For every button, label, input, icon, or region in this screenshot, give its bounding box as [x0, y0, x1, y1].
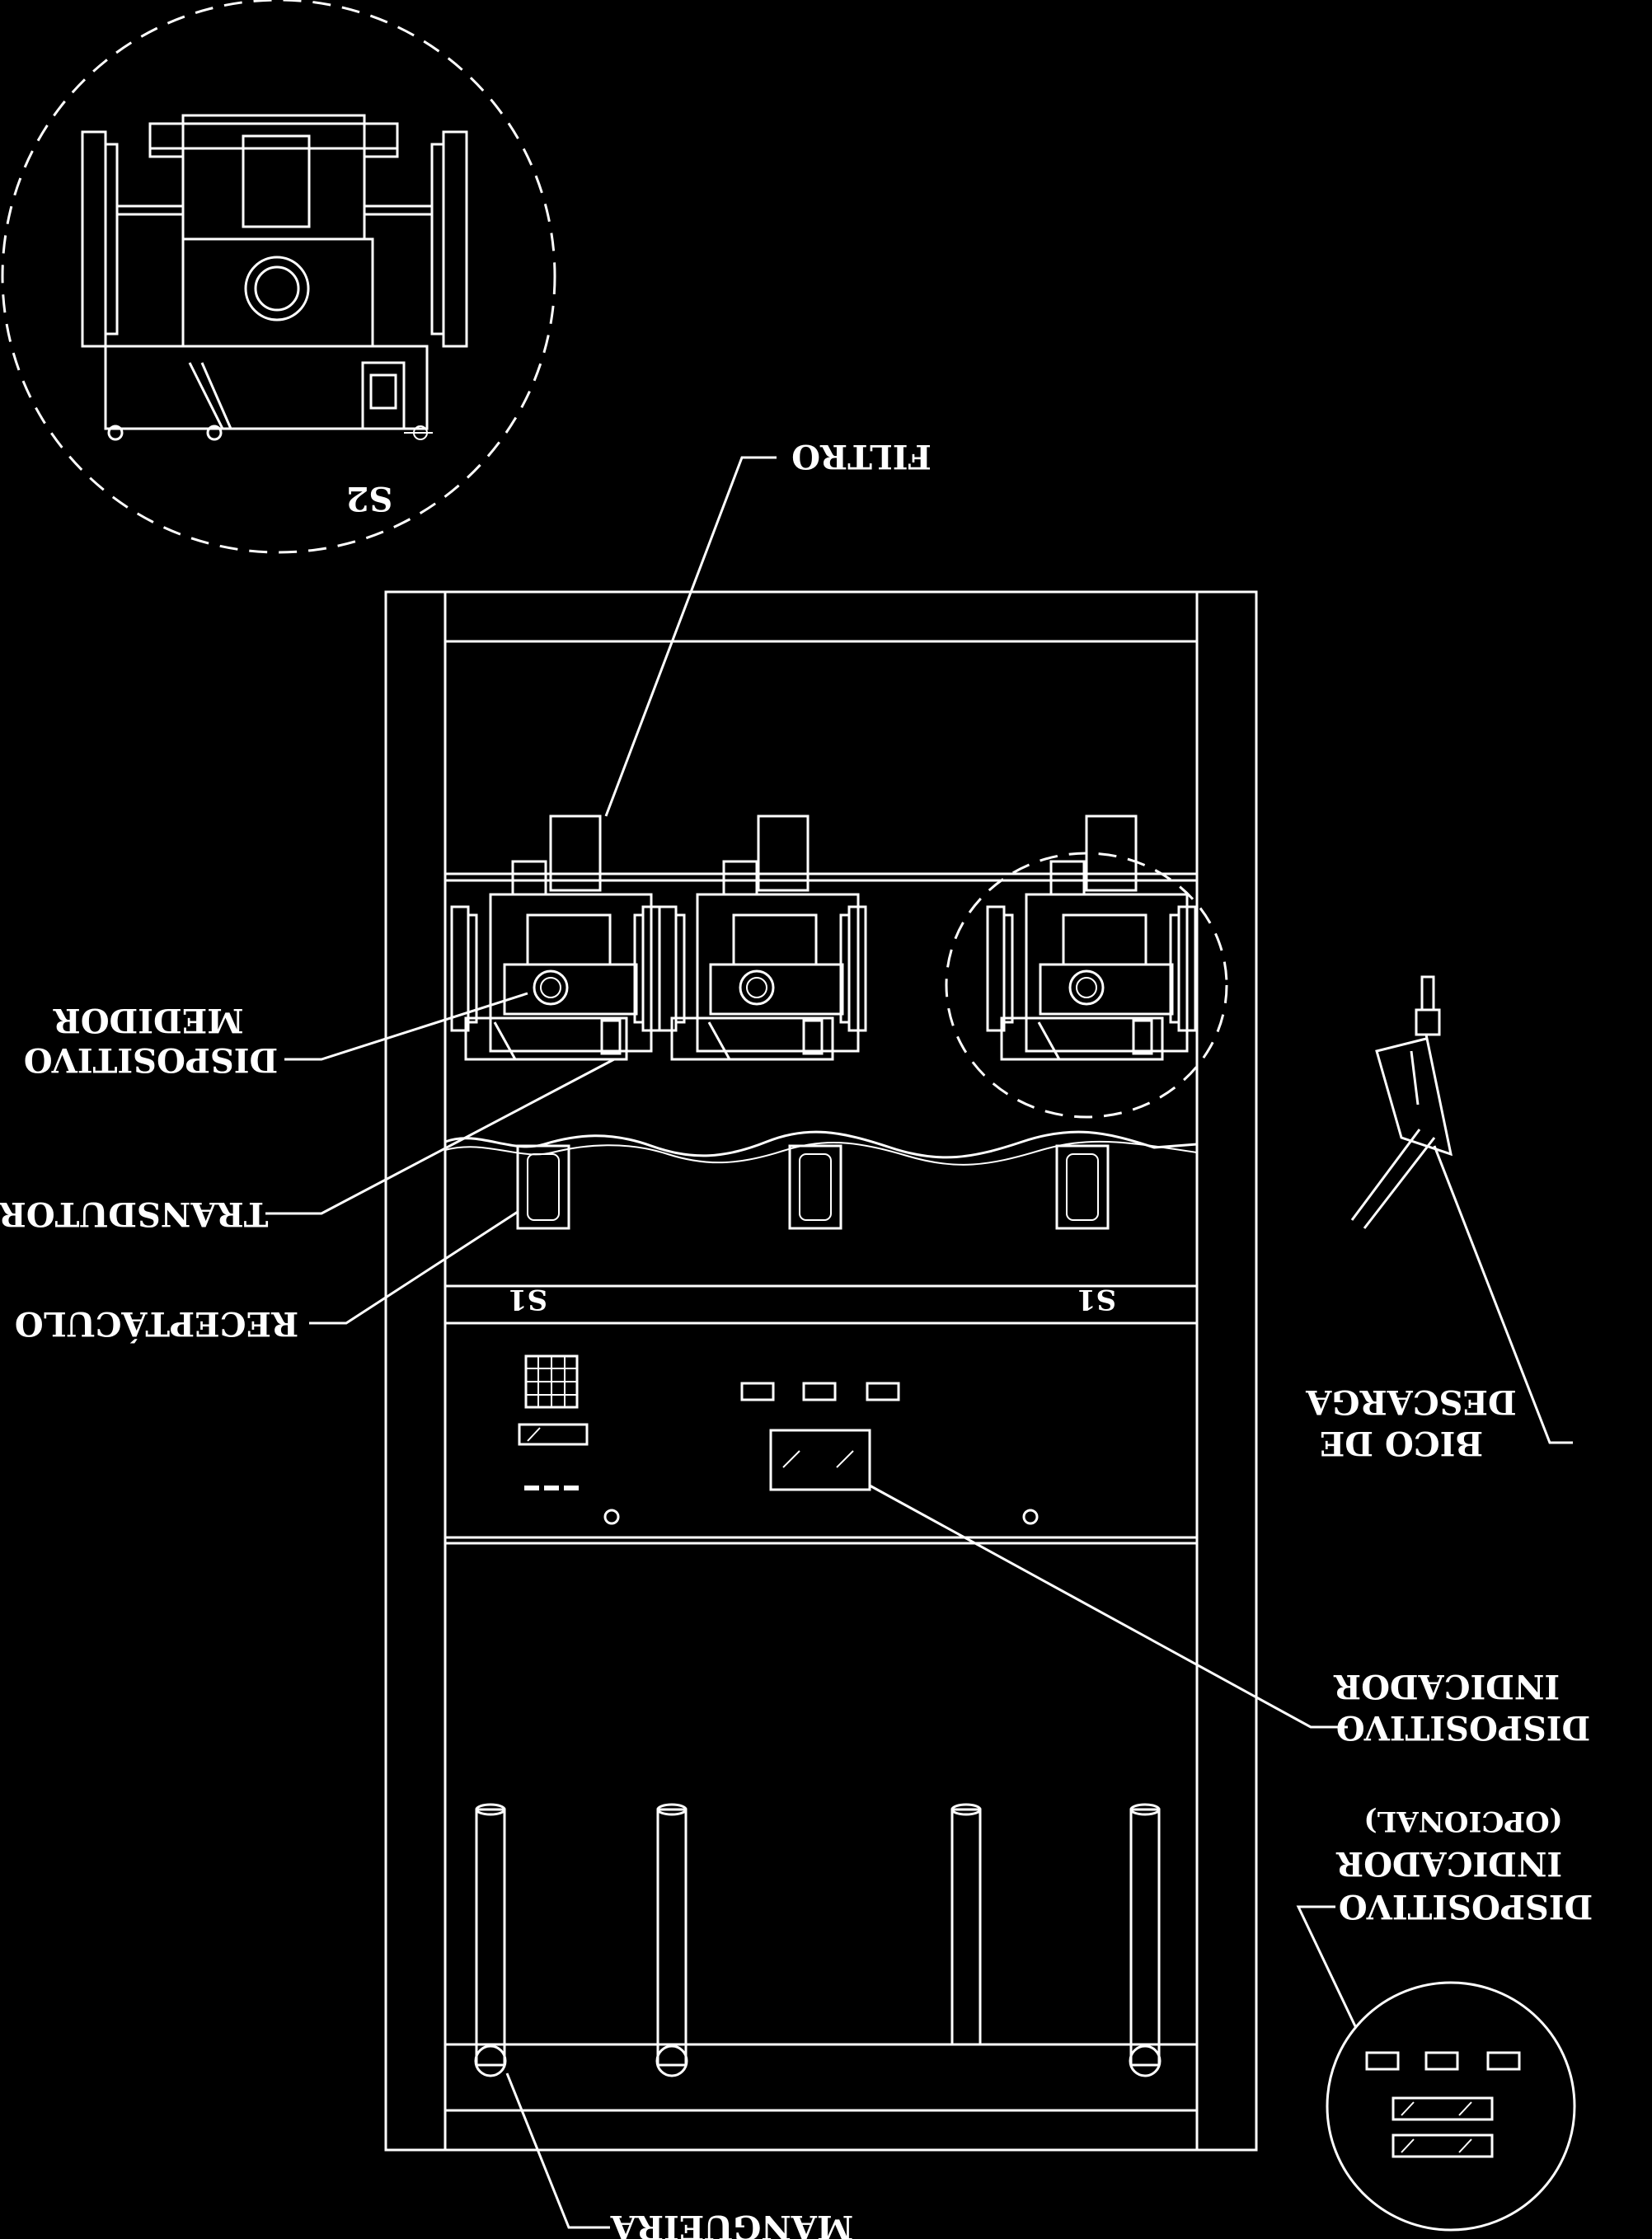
label-receptaculo: RECEPTÁCULO — [15, 1304, 298, 1343]
label-dispositivo-opcional: DISPOSITIVO — [1339, 1887, 1593, 1926]
label-mangueira: MANGUEIRA — [610, 2208, 853, 2239]
label-transdutor: TRANSDUTOR — [0, 1195, 268, 1233]
meter-module-2 — [658, 814, 867, 1061]
label-medidor: MEDIDOR — [53, 1001, 244, 1040]
label-bico-de: BICO DE — [1320, 1424, 1483, 1462]
label-dispositivo-medidor: DISPOSITIVO — [24, 1040, 278, 1079]
optional-indicator-device — [1326, 1981, 1576, 2232]
label-s1-right: S1 — [1077, 1283, 1116, 1316]
detail-circle-s2: S2 — [1, 0, 556, 554]
cabinet-frame — [384, 590, 1258, 2152]
label-s1-left: S1 — [508, 1283, 547, 1316]
control-panel — [518, 1354, 1039, 1525]
hose-group — [474, 1803, 1162, 2077]
label-opcional: (OPCIONAL) — [1363, 1805, 1562, 1838]
meter-module-1 — [450, 814, 661, 1061]
discharge-nozzle — [1350, 975, 1453, 1229]
leader-lines — [265, 456, 1573, 2229]
label-filtro: FILTRO — [791, 437, 932, 476]
meter-module-3 — [945, 814, 1228, 1119]
label-descarga: DESCARGA — [1305, 1382, 1516, 1421]
label-s2: S2 — [346, 479, 393, 518]
label-indicador: INDICADOR — [1333, 1667, 1560, 1706]
label-indicador-opcional: INDICADOR — [1335, 1844, 1562, 1883]
label-dispositivo-indicador: DISPOSITIVO — [1336, 1708, 1590, 1747]
receptacle-group — [516, 1144, 1110, 1230]
